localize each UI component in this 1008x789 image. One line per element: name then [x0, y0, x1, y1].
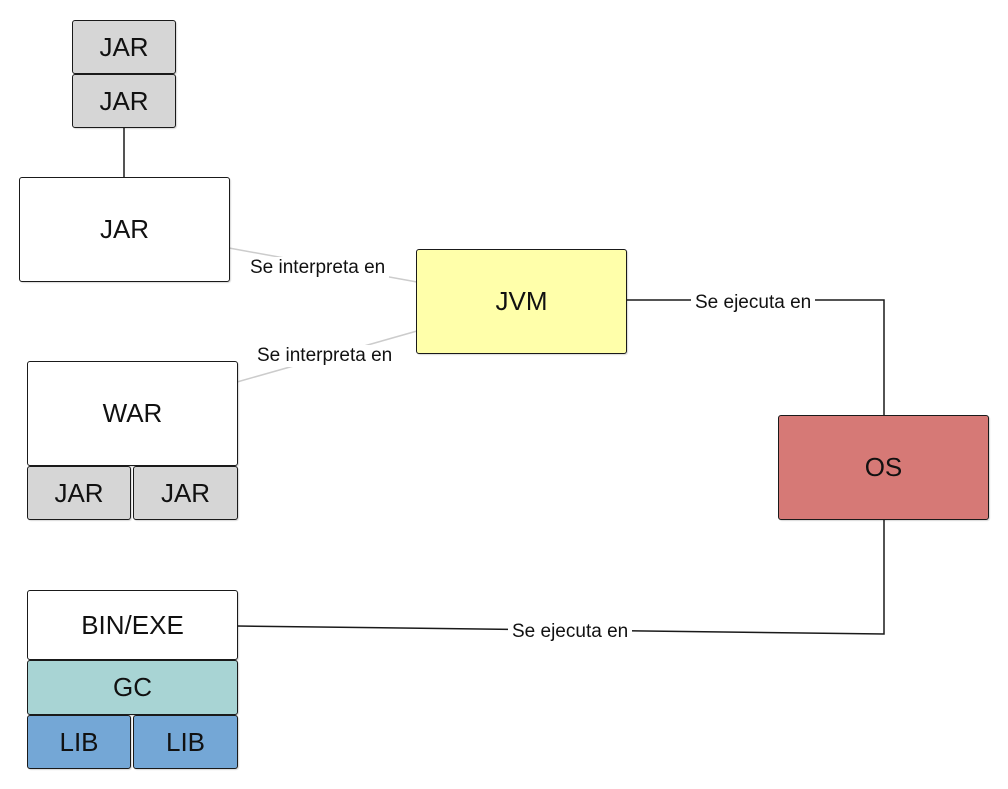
edge-label-bin-to-os: Se ejecuta en: [508, 621, 633, 643]
jar-dependency-top[interactable]: JAR: [72, 20, 176, 74]
jar-main-box[interactable]: JAR: [19, 177, 230, 282]
war-jar-right[interactable]: JAR: [133, 466, 238, 520]
jar-dependency-bottom[interactable]: JAR: [72, 74, 176, 128]
connector-bin-to-os: [236, 520, 885, 635]
lib-left-box[interactable]: LIB: [27, 715, 131, 769]
war-jar-left[interactable]: JAR: [27, 466, 131, 520]
os-box[interactable]: OS: [778, 415, 989, 520]
edge-label-jar-to-jvm: Se interpreta en: [246, 257, 390, 279]
connector-jvm-to-os: [626, 299, 885, 415]
edge-label-war-to-jvm: Se interpreta en: [253, 345, 397, 367]
bin-exe-box[interactable]: BIN/EXE: [27, 590, 238, 660]
gc-box[interactable]: GC: [27, 660, 238, 715]
jvm-box[interactable]: JVM: [416, 249, 627, 354]
edge-label-jvm-to-os: Se ejecuta en: [691, 292, 816, 314]
lib-right-box[interactable]: LIB: [133, 715, 238, 769]
war-box[interactable]: WAR: [27, 361, 238, 466]
